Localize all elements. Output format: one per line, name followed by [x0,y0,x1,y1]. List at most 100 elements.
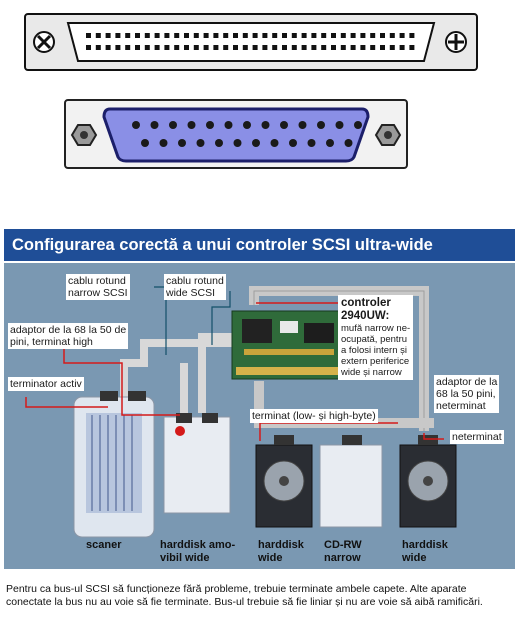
db25-connector [64,99,408,169]
connector-pin [213,33,219,38]
diagram-title: Configurarea corectă a unui controler SC… [4,229,515,261]
connector-pin [164,33,170,38]
removable-harddisk-device [163,413,231,514]
label-unterminated: neterminat [450,430,504,444]
device-label-hdd-wide-1: harddisk wide [258,539,304,564]
connector-pin [193,45,199,50]
connector-pin [144,45,150,50]
connector-pin [282,45,287,50]
controller-title: controler 2940UW: [341,297,391,322]
scsi-controller-card [231,310,351,380]
connector-pin [262,45,268,50]
connector-pin [311,33,317,38]
connector-pin [270,139,279,147]
label-terminated-low-high: terminat (low- și high-byte) [250,409,378,423]
connector-pin [252,45,258,50]
cdrw-device [319,435,383,528]
connector-pin [389,33,395,38]
connector-pin [321,33,327,38]
connector-pin [243,121,251,129]
scsi-68-pin-connector [24,13,478,71]
diagram-panel: cablu rotund narrow SCSI cablu rotund wi… [4,263,515,569]
connector-pin [291,45,297,50]
connector-pin [135,33,140,38]
harddisk-wide-2-device [399,435,457,528]
connector-pin [178,139,186,147]
connector-pin [174,45,180,50]
connector-pin [105,33,111,38]
connector-pin [86,33,91,38]
connector-pin [233,45,238,50]
label-adapter-high: adaptor de la 68 la 50 de pini, terminat… [8,323,129,349]
connector-pin [298,121,307,129]
connector-pin [326,139,334,147]
connector-pin [354,121,362,129]
connector-pin [193,33,199,38]
scanner-device [73,391,155,538]
device-label-hdd-wide-2: harddisk wide [402,539,448,564]
connector-pin [223,45,229,50]
connector-pin [115,33,121,38]
label-cable-narrow: cablu rotund narrow SCSI [66,274,130,300]
hex-nut-icon [374,124,402,146]
connector-pin [335,121,344,129]
leader-lines [25,302,444,441]
connector-pin [174,33,180,38]
connector-pin [252,33,258,38]
connector-pin [115,45,121,50]
connector-pin [370,45,376,50]
connector-pin [360,33,366,38]
connector-pin [242,33,248,38]
connector-pin [95,45,101,50]
connector-pin [203,45,209,50]
connector-pin [242,45,248,50]
connector-pin [252,139,260,147]
connector-pin [213,45,219,50]
diagram-canvas [25,286,457,538]
connector-pin [311,45,317,50]
terminator-marker [175,426,185,436]
connector-pin [150,121,159,129]
connector-pin [272,45,278,50]
label-cable-wide: cablu rotund wide SCSI [164,274,226,300]
connector-pin [95,33,101,38]
connector-pin [135,45,140,50]
connector-pin [196,139,205,147]
connector-pin [105,45,111,50]
connector-pin [125,33,131,38]
connector-pin [289,139,297,147]
connector-pin [187,121,196,129]
connector-pin [317,121,325,129]
connector-pin [184,33,189,38]
connector-pin [399,33,405,38]
connector-pin [164,45,170,50]
device-label-cdrw: CD-RW narrow [324,539,362,564]
connector-pin [291,33,297,38]
label-adapter-unterminated: adaptor de la 68 la 50 pini, neterminat [434,375,500,413]
connector-pin [282,33,287,38]
connector-pin [409,45,415,50]
connector-pin [169,121,177,129]
connector-pin [280,121,288,129]
connector-pin [331,45,336,50]
caption-text: Pentru ca bus-ul SCSI să funcționeze făr… [6,583,483,608]
connector-pin [301,33,307,38]
hex-nut-icon [70,124,98,146]
label-terminator-active: terminator activ [8,377,84,391]
connector-pin [272,33,278,38]
connector-pin [360,45,366,50]
connector-pin [233,33,238,38]
connector-pin [340,45,346,50]
connector-pin [380,45,385,50]
connector-pin [159,139,168,147]
connector-pin [223,33,229,38]
connector-pin [203,33,209,38]
connector-pin [344,139,353,147]
screw-icon [445,31,467,53]
connector-pin [399,45,405,50]
connector-pin [389,45,395,50]
connector-pin [370,33,376,38]
connector-pin [261,121,270,129]
connector-pin [350,33,356,38]
connector-pin [331,33,336,38]
